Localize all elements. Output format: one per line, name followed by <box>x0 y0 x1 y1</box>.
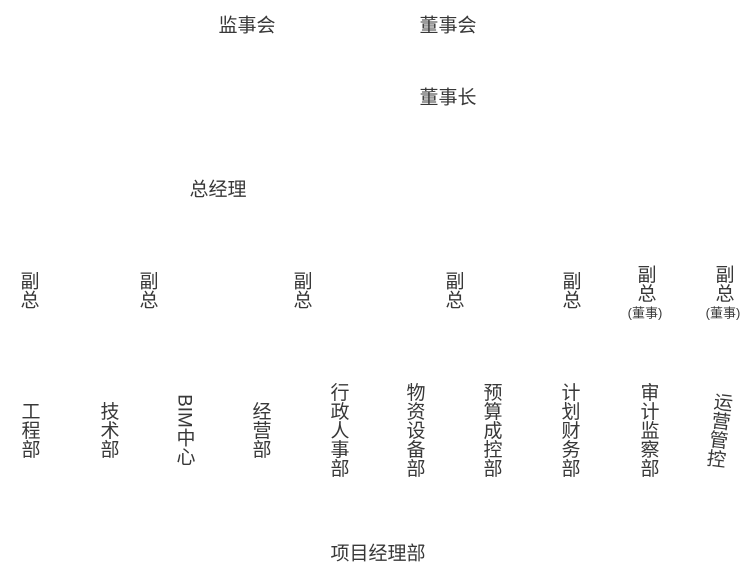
node-chairman: 董事长 <box>419 87 477 109</box>
vice-president-label: 副总 <box>712 264 734 303</box>
vice-president-director-suffix: (董事) <box>705 305 741 321</box>
node-vice-president-director-1: 副总 (董事) <box>628 265 663 320</box>
node-dept-admin-hr: 行政人事部 <box>327 382 349 478</box>
node-dept-business: 经营部 <box>249 401 271 459</box>
node-vice-president-5: 副总 <box>559 271 581 309</box>
node-vice-president-director-2: 副总 (董事) <box>706 265 741 320</box>
node-dept-operation-management: 运营管控 <box>702 391 734 469</box>
node-dept-materials-equipment: 物资设备部 <box>403 382 425 478</box>
node-project-manager-dept: 项目经理部 <box>330 543 426 565</box>
node-general-manager: 总经理 <box>189 179 247 201</box>
vice-president-director-suffix: (董事) <box>627 305 663 321</box>
node-dept-technology: 技术部 <box>97 401 119 459</box>
node-dept-budget-cost-control: 预算成控部 <box>480 382 502 478</box>
node-vice-president-2: 副总 <box>136 271 158 309</box>
node-dept-engineering: 工程部 <box>18 401 40 459</box>
node-dept-audit-supervision: 审计监察部 <box>637 382 659 478</box>
node-dept-planning-finance: 计划财务部 <box>558 382 580 478</box>
node-board-of-directors: 董事会 <box>419 15 477 37</box>
node-vice-president-1: 副总 <box>17 271 39 309</box>
node-vice-president-4: 副总 <box>442 271 464 309</box>
node-dept-bim-center: BIM中心 <box>173 394 195 466</box>
node-supervisory-board: 监事会 <box>218 15 276 37</box>
vice-president-label: 副总 <box>634 264 656 303</box>
node-vice-president-3: 副总 <box>290 271 312 309</box>
